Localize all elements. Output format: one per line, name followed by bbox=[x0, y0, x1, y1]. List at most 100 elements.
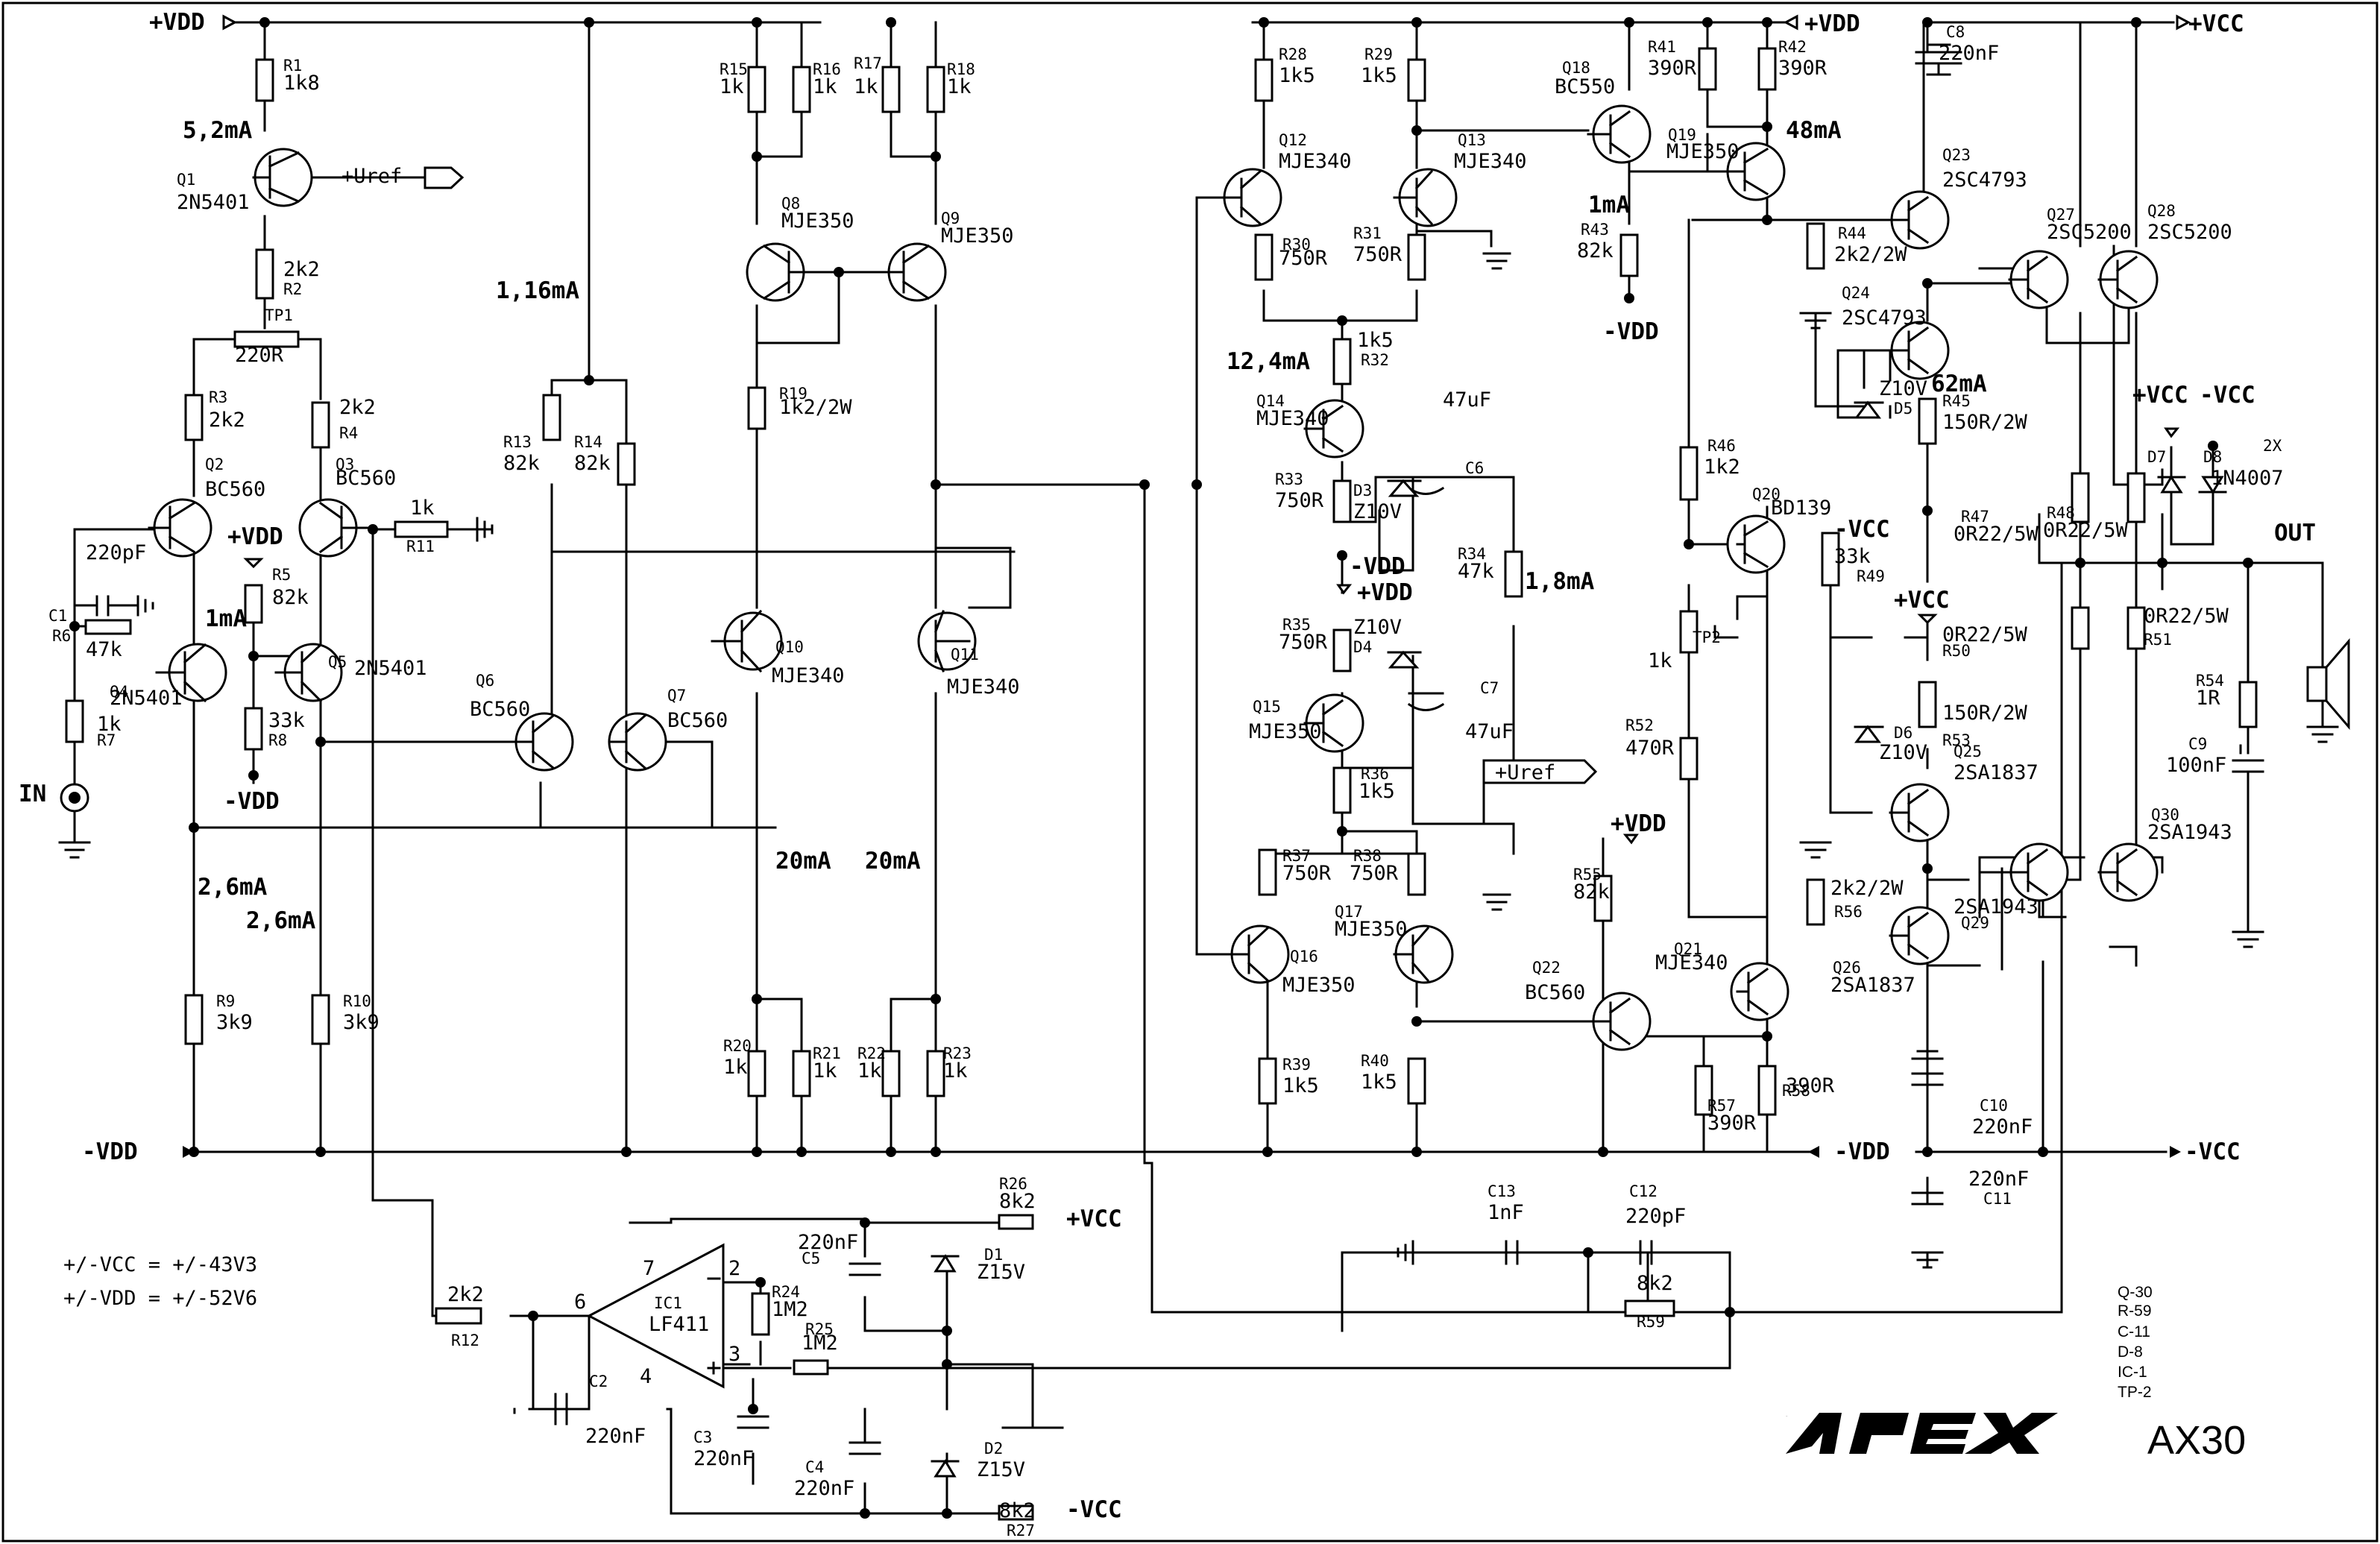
part-labels: R11k8R22k2TP1220RR32k2R42k2R582kR647kR71… bbox=[48, 23, 2284, 1540]
r59-ref: R59 bbox=[1637, 1313, 1665, 1331]
r12-ref: R12 bbox=[451, 1332, 479, 1349]
q11-value: MJE340 bbox=[947, 675, 1020, 699]
r8-value: 33k bbox=[268, 709, 305, 732]
vdd-pos-label: +VDD bbox=[149, 9, 205, 36]
r14-value: 82k bbox=[574, 452, 611, 475]
vcc-neg-label-r27: -VCC bbox=[1066, 1496, 1122, 1523]
input-jack-icon[interactable] bbox=[60, 783, 89, 844]
r39-value: 1k5 bbox=[1282, 1074, 1319, 1097]
q21-value: MJE340 bbox=[1655, 951, 1728, 974]
q25-ref: Q25 bbox=[1954, 743, 1982, 760]
q27-ref: Q27 bbox=[2047, 206, 2075, 224]
r51-ref: R51 bbox=[2144, 631, 2172, 649]
q2-value: BC560 bbox=[205, 478, 265, 501]
r43-value: 82k bbox=[1577, 239, 1614, 262]
q22-ref: Q22 bbox=[1532, 959, 1561, 977]
q17-ref: Q17 bbox=[1335, 903, 1363, 921]
current-q3: 2,6mA bbox=[246, 907, 316, 934]
bom-r: R-59 bbox=[2118, 1302, 2152, 1320]
r6-ref: R6 bbox=[52, 627, 71, 645]
r36-value: 1k5 bbox=[1359, 780, 1395, 803]
r31-value: 750R bbox=[1353, 243, 1402, 266]
r14-ref: R14 bbox=[574, 433, 602, 451]
tp1-value: 220R bbox=[235, 344, 284, 367]
r33-value: 750R bbox=[1275, 489, 1324, 512]
q6-ref: Q6 bbox=[476, 672, 494, 690]
r13-ref: R13 bbox=[503, 433, 532, 451]
current-q1: 5,2mA bbox=[183, 117, 253, 144]
r25-value: 1M2 bbox=[802, 1332, 838, 1355]
r23-value: 1k bbox=[943, 1059, 968, 1083]
vdd-pos-right-label: +VDD bbox=[1804, 10, 1860, 37]
r18-ref: R18 bbox=[947, 60, 975, 78]
q26-value: 2SA1837 bbox=[1830, 974, 1915, 997]
r15-value: 1k bbox=[720, 75, 744, 98]
q9-value: MJE350 bbox=[941, 224, 1014, 248]
q7-ref: Q7 bbox=[667, 687, 686, 705]
apex-logo-text: APEX bbox=[1786, 1415, 1788, 1417]
vdd-neg-label-r8: -VDD bbox=[224, 788, 280, 815]
q11-ref: Q11 bbox=[951, 646, 979, 664]
current-q19: 48mA bbox=[1786, 117, 1842, 144]
q16-ref: Q16 bbox=[1290, 948, 1318, 965]
vdd-neg-right-label: -VDD bbox=[1834, 1138, 1890, 1165]
vdd-neg-label-d3: -VDD bbox=[1350, 553, 1405, 580]
r25-ref: R25 bbox=[805, 1320, 834, 1338]
r50-ref: R50 bbox=[1942, 642, 1971, 660]
model-label: AX30 bbox=[2147, 1418, 2246, 1463]
ic-pin-4: 4 bbox=[640, 1365, 652, 1388]
r29-value: 1k5 bbox=[1361, 64, 1397, 87]
tp1-ref: TP1 bbox=[265, 306, 293, 324]
supply-note-vcc: +/-VCC = +/-43V3 bbox=[63, 1253, 257, 1276]
c3-ref: C3 bbox=[693, 1428, 712, 1446]
current-q18: 1mA bbox=[1588, 192, 1630, 218]
d1-ref: D1 bbox=[984, 1246, 1003, 1264]
c5-ref: C5 bbox=[802, 1250, 820, 1267]
q26-ref: Q26 bbox=[1833, 959, 1861, 977]
r10-ref: R10 bbox=[343, 992, 371, 1010]
r33-ref: R33 bbox=[1275, 470, 1303, 488]
r26-value: 8k2 bbox=[999, 1190, 1036, 1213]
r48-value: 0R22/5W bbox=[2043, 519, 2129, 542]
q17-value: MJE350 bbox=[1335, 918, 1408, 941]
bom-c: C-11 bbox=[2118, 1323, 2150, 1340]
d7-ref: D7 bbox=[2147, 448, 2166, 466]
q8-value: MJE350 bbox=[781, 209, 854, 233]
r45-ref: R45 bbox=[1942, 392, 1971, 410]
current-q4: 2,6mA bbox=[198, 874, 268, 901]
q30-value: 2SA1943 bbox=[2147, 821, 2232, 844]
q27-value: 2SC5200 bbox=[2047, 221, 2132, 244]
r29-ref: R29 bbox=[1364, 45, 1393, 63]
r31-ref: R31 bbox=[1353, 224, 1382, 242]
r45-value: 150R/2W bbox=[1942, 411, 2028, 434]
r36-ref: R36 bbox=[1361, 765, 1389, 783]
c10-value: 220nF bbox=[1972, 1115, 2033, 1138]
r47-value: 0R22/5W bbox=[1954, 523, 2039, 546]
r27-ref: R27 bbox=[1007, 1522, 1035, 1540]
r34-ref: R34 bbox=[1458, 545, 1486, 563]
r4-value: 2k2 bbox=[339, 396, 376, 419]
q23-value: 2SC4793 bbox=[1942, 168, 2027, 192]
r58-ref: R58 bbox=[1782, 1082, 1810, 1100]
q24-value: 2SC4793 bbox=[1842, 306, 1927, 330]
r19-value: 1k2/2W bbox=[779, 396, 852, 419]
q10-value: MJE340 bbox=[772, 664, 845, 687]
c12-value: 220pF bbox=[1625, 1205, 1686, 1228]
r24-value: 1M2 bbox=[772, 1298, 808, 1321]
current-q24: 62mA bbox=[1931, 371, 1987, 397]
labels: +VDD +VDD +VCC -VDD -VDD -VCC IN OUT +Ur… bbox=[19, 9, 2316, 1523]
c10-ref: C10 bbox=[1980, 1097, 2008, 1115]
r11-value: 1k bbox=[410, 497, 435, 520]
r48-ref: R48 bbox=[2047, 504, 2075, 522]
c11-ref: C11 bbox=[1983, 1190, 2012, 1208]
r2-ref: R2 bbox=[283, 280, 302, 298]
r41-ref: R41 bbox=[1648, 38, 1676, 56]
current-front: 1,16mA bbox=[496, 277, 579, 304]
q19-ref: Q19 bbox=[1668, 126, 1696, 144]
q4-ref: Q4 bbox=[110, 683, 128, 701]
q20-ref: Q20 bbox=[1752, 485, 1781, 503]
vdd-label-r5: +VDD bbox=[227, 523, 283, 550]
q16-value: MJE350 bbox=[1282, 974, 1356, 997]
r16-ref: R16 bbox=[813, 60, 841, 78]
